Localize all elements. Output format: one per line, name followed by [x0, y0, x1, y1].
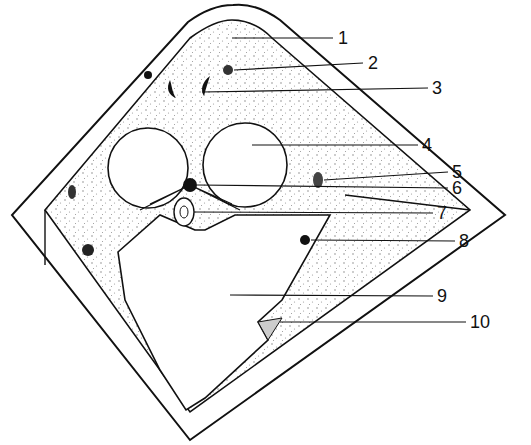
callout-number: 10 — [470, 312, 490, 332]
callout-number: 2 — [368, 53, 378, 73]
callout-number: 3 — [432, 78, 442, 98]
callout-number: 9 — [437, 286, 447, 306]
callout-number: 6 — [452, 178, 462, 198]
callout-number: 8 — [459, 231, 469, 251]
callout-number: 1 — [338, 28, 348, 48]
callout-number: 7 — [437, 203, 447, 223]
callout-number: 4 — [422, 135, 432, 155]
